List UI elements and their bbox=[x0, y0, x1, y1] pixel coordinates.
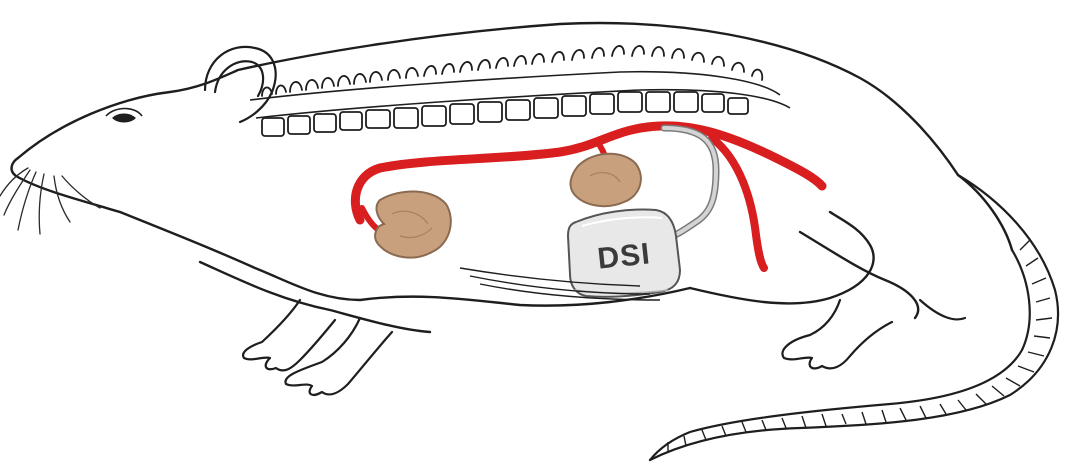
front-legs bbox=[243, 300, 392, 395]
hind-leg bbox=[782, 300, 965, 368]
rat-snout-outline bbox=[12, 158, 120, 212]
front-leg-left bbox=[243, 300, 335, 370]
rat-haunch-outline bbox=[690, 212, 874, 303]
rat-thigh-outline bbox=[800, 232, 918, 318]
rat-back-outline bbox=[18, 23, 1012, 250]
spine-dorsal-processes bbox=[262, 46, 762, 96]
iliac-artery bbox=[712, 138, 764, 268]
kidney-right bbox=[571, 154, 641, 206]
ear bbox=[205, 47, 276, 122]
kidney-left bbox=[375, 191, 451, 257]
transmitter-label: DSI bbox=[596, 237, 652, 275]
front-leg-right bbox=[285, 318, 392, 395]
eye bbox=[106, 109, 142, 123]
tail-outline-lower bbox=[650, 250, 1030, 460]
rat-outline bbox=[12, 23, 1012, 332]
